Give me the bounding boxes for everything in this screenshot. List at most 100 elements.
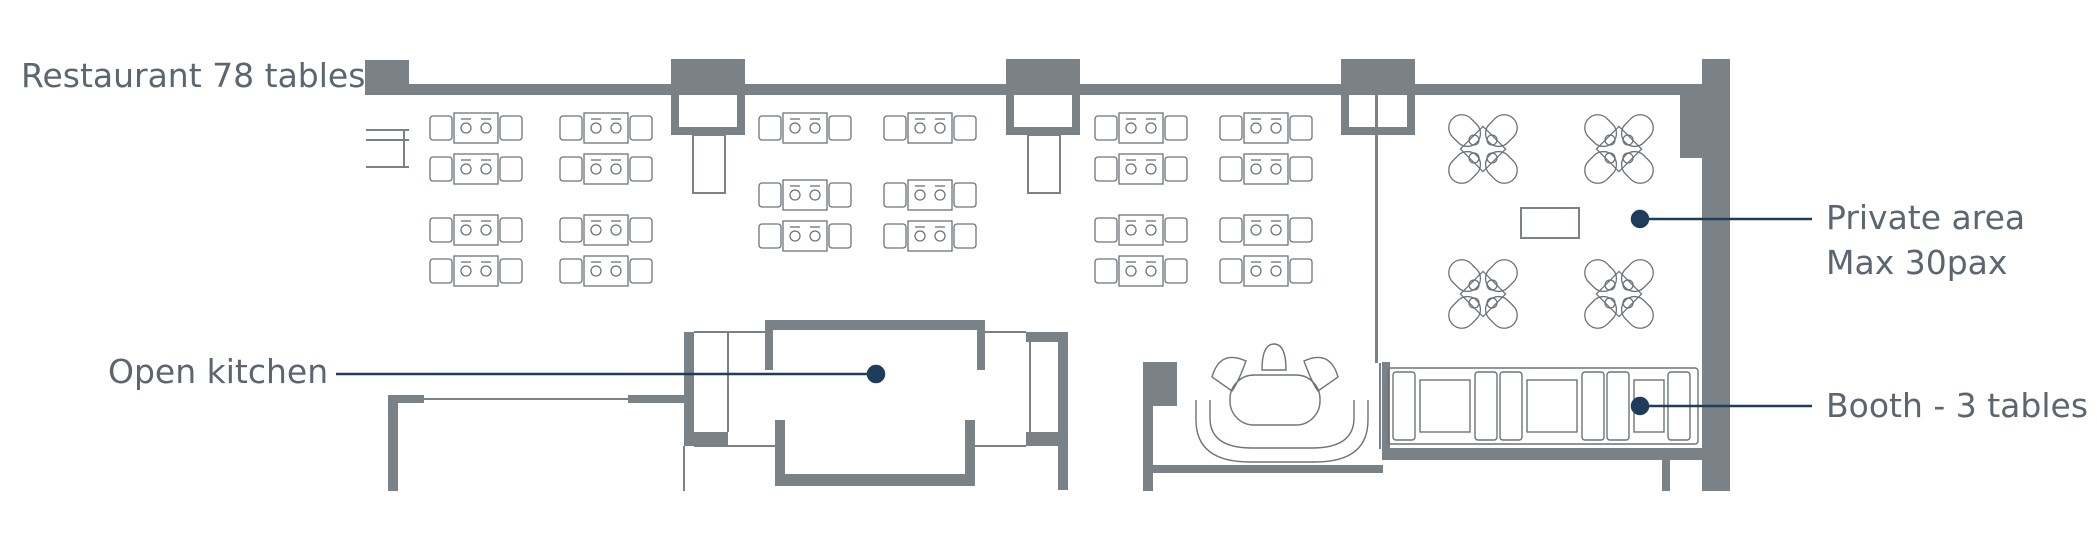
bay-1-frame [671, 127, 745, 135]
chair [1584, 295, 1618, 329]
chair [1164, 258, 1188, 284]
booth-bottom-wall [1662, 448, 1670, 491]
four-seat-table-icon [559, 214, 653, 246]
round-banquette-icon [1195, 343, 1369, 463]
walls [365, 59, 1730, 491]
table-layer [429, 112, 1654, 329]
table-top [907, 112, 953, 144]
booth-left-post [1382, 362, 1390, 460]
booth-table-2 [1499, 371, 1605, 441]
left-bottom-wall [388, 395, 424, 403]
booth-table [1526, 379, 1578, 433]
table-top [453, 153, 499, 185]
callout-dot-icon [866, 364, 886, 384]
place-setting [934, 189, 946, 201]
column-3 [1341, 59, 1415, 93]
private-area-capacity: Max 30pax [1826, 243, 2008, 282]
chair [1094, 258, 1118, 284]
four-seat-table-icon [559, 112, 653, 144]
bay-2-frame [1006, 127, 1080, 135]
chair [1289, 217, 1313, 243]
four-seat-table-icon [1094, 255, 1188, 287]
open-kitchen-label: Open kitchen [108, 352, 329, 391]
table-top [583, 112, 629, 144]
chair [758, 182, 782, 208]
chair [1219, 115, 1243, 141]
chair [1094, 156, 1118, 182]
right-wall [1702, 59, 1730, 491]
chair [429, 115, 453, 141]
chair [1584, 114, 1618, 148]
chair [559, 258, 583, 284]
private-area-label: Private area [1826, 198, 2026, 237]
place-setting [480, 224, 492, 236]
place-setting [1622, 297, 1634, 309]
place-setting [914, 122, 926, 134]
kitchen-counter-top [765, 320, 985, 330]
callout-dot-icon [1630, 209, 1650, 229]
place-setting [480, 163, 492, 175]
chair [1448, 150, 1482, 184]
four-seat-table-icon [1094, 112, 1188, 144]
round-four-seat-table-icon [1448, 114, 1518, 184]
four-seat-table-icon [758, 220, 852, 252]
chair [883, 223, 907, 249]
place-setting [1468, 279, 1480, 291]
place-setting [1604, 134, 1616, 146]
left-bottom-wall [388, 395, 398, 491]
chair [559, 156, 583, 182]
place-setting [1250, 163, 1262, 175]
place-setting [590, 163, 602, 175]
chair [629, 156, 653, 182]
table-top [1243, 255, 1289, 287]
chair [629, 217, 653, 243]
chair [629, 115, 653, 141]
four-seat-table-icon [1094, 214, 1188, 246]
place-setting [590, 122, 602, 134]
place-setting [914, 189, 926, 201]
four-seat-table-icon [429, 112, 523, 144]
booth-seat-icon [1474, 371, 1498, 441]
place-setting [1145, 163, 1157, 175]
banquette-chair [1261, 343, 1287, 371]
chair [883, 115, 907, 141]
kitchen-counter-right [977, 320, 985, 370]
banquette-outer-arc [1195, 400, 1369, 463]
table-top [1118, 112, 1164, 144]
chair [1620, 259, 1654, 293]
chair [1584, 259, 1618, 293]
place-setting [1250, 224, 1262, 236]
four-seat-table-icon [429, 255, 523, 287]
table-top [907, 179, 953, 211]
chair [629, 258, 653, 284]
table-top [1118, 255, 1164, 287]
chair [429, 258, 453, 284]
four-seat-table-icon [883, 112, 977, 144]
chair [1484, 150, 1518, 184]
chair [1219, 217, 1243, 243]
chair [758, 223, 782, 249]
place-setting [610, 122, 622, 134]
place-setting [1622, 152, 1634, 164]
place-setting [809, 230, 821, 242]
chair [559, 115, 583, 141]
chair [828, 115, 852, 141]
kitchen-inner-left [775, 420, 785, 486]
chair [828, 182, 852, 208]
place-setting [610, 224, 622, 236]
kitchen-right-jamb [1026, 332, 1068, 342]
round-four-seat-table-icon [1584, 259, 1654, 329]
booth-seat-icon [1581, 371, 1605, 441]
table-top [907, 220, 953, 252]
table-top [1118, 214, 1164, 246]
wall-corner-left [365, 60, 409, 95]
booth-bottom-wall [1382, 448, 1702, 460]
right-notch-outline [1687, 95, 1699, 152]
kitchen-right-jamb [1058, 332, 1068, 490]
place-setting [934, 122, 946, 134]
place-setting [1125, 265, 1137, 277]
chair [1448, 295, 1482, 329]
chair [1448, 114, 1482, 148]
bay-1-frame [737, 93, 745, 135]
